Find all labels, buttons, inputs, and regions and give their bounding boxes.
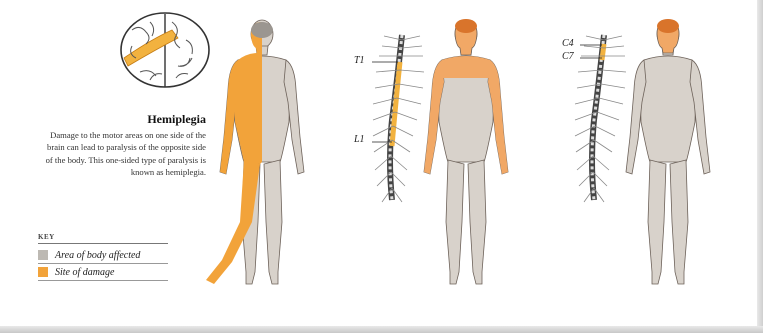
- spine-label-l1: L1: [354, 134, 365, 145]
- hemiplegia-figure: [206, 20, 304, 284]
- legend-heading: KEY: [38, 233, 168, 244]
- legend-swatch-damage: [38, 267, 48, 277]
- hemiplegia-title: Hemiplegia: [38, 112, 206, 127]
- quadriplegia-figure: [626, 19, 710, 284]
- brain-illustration: [121, 13, 209, 87]
- paraplegia-spine: [372, 35, 424, 202]
- frame-shadow-bottom: [0, 326, 763, 333]
- spine-label-c7: C7: [562, 51, 574, 62]
- paraplegia-figure: [424, 19, 508, 284]
- hemiplegia-description: Damage to the motor areas on one side of…: [38, 129, 206, 179]
- legend-item-damage: Site of damage: [38, 264, 168, 281]
- quadriplegia-spine: [575, 35, 626, 202]
- legend-label-affected: Area of body affected: [55, 250, 140, 261]
- legend-label-damage: Site of damage: [55, 267, 114, 278]
- legend: KEY Area of body affected Site of damage: [38, 233, 168, 281]
- legend-swatch-affected: [38, 250, 48, 260]
- legend-item-affected: Area of body affected: [38, 247, 168, 264]
- hemiplegia-description-block: Hemiplegia Damage to the motor areas on …: [38, 112, 206, 179]
- frame-shadow-right: [757, 0, 763, 333]
- spine-label-c4: C4: [562, 38, 574, 49]
- spine-label-t1: T1: [354, 55, 365, 66]
